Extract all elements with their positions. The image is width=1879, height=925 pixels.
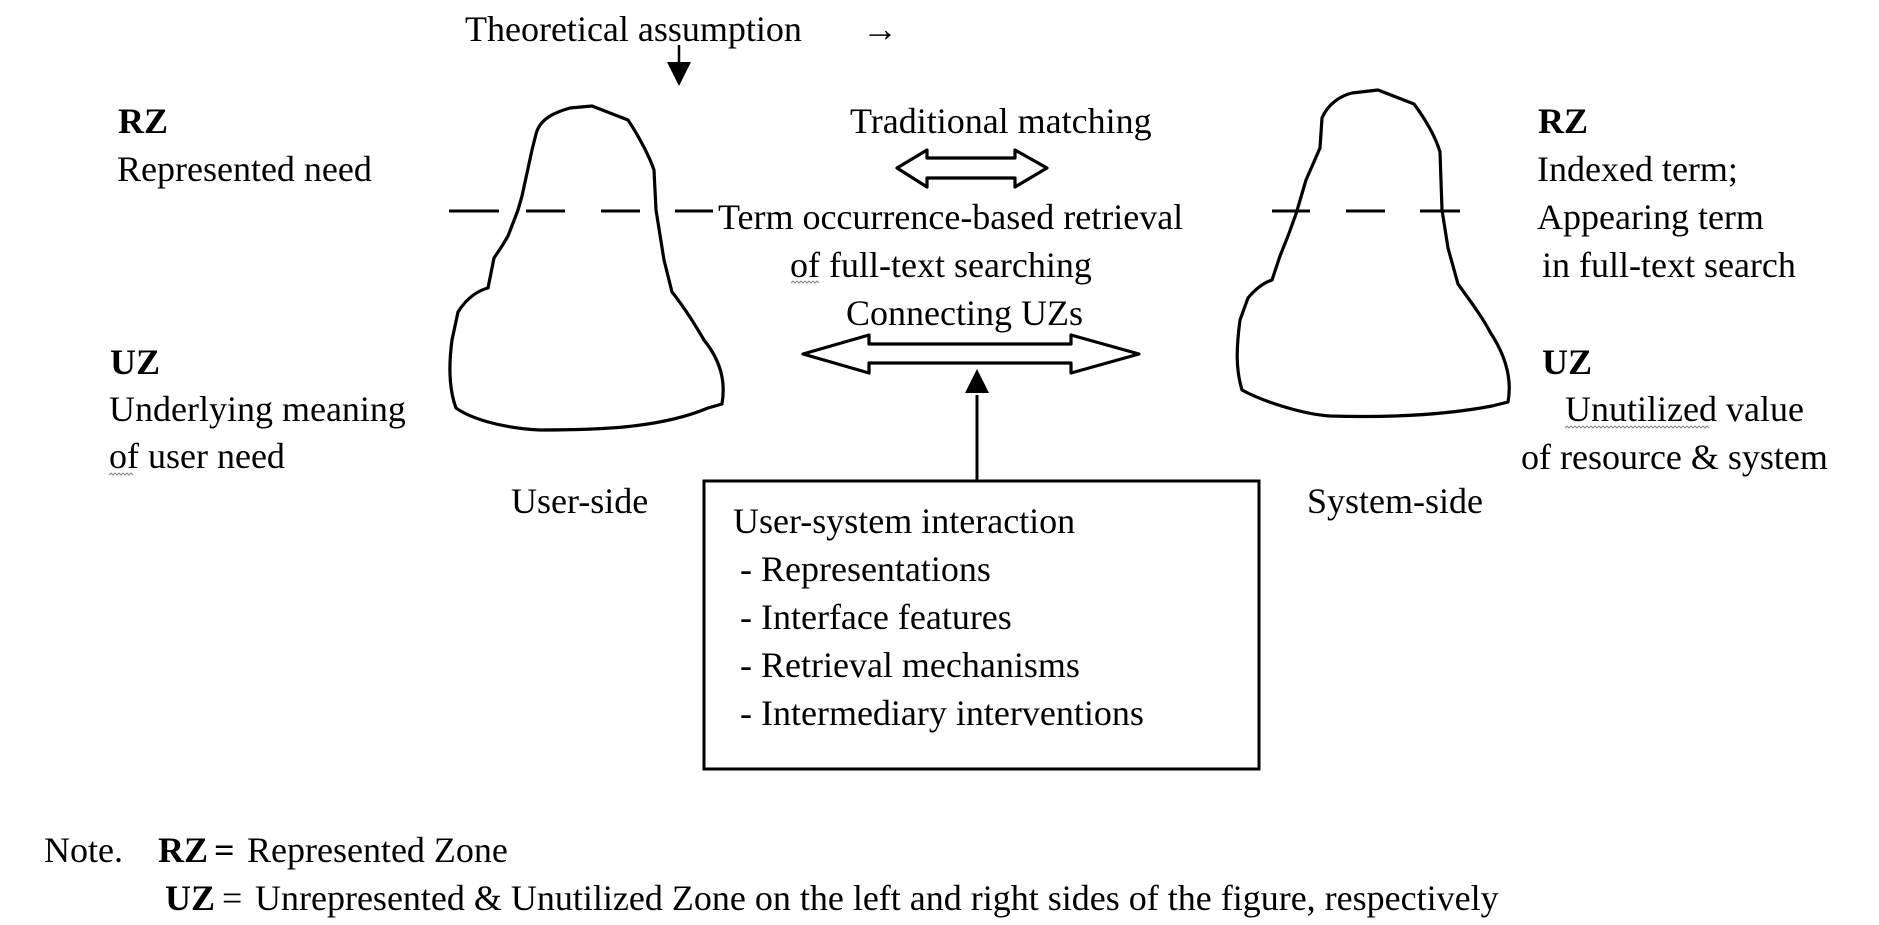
right-uz-description-line1: Unutilized value (1565, 389, 1804, 429)
right-uz-description-line2: of resource & system (1521, 437, 1828, 477)
right-uz-label: UZ (1542, 342, 1592, 382)
spellcheck-underline (1564, 425, 1710, 429)
term-occurrence-line1: Term occurrence-based retrieval (718, 197, 1183, 237)
left-rz-label: RZ (118, 101, 168, 141)
traditional-matching-label: Traditional matching (850, 101, 1152, 141)
note-uz-abbr: UZ (165, 878, 215, 918)
left-rz-description: Represented need (117, 149, 372, 189)
system-side-blob (1235, 88, 1511, 419)
user-side-blob (448, 104, 725, 432)
right-rz-description-line2: Appearing term (1537, 197, 1764, 237)
system-side-label: System-side (1307, 481, 1483, 521)
box-item: - Interface features (740, 597, 1012, 637)
note-uz-equals: = (222, 878, 242, 918)
right-rz-description-line3: in full-text search (1542, 245, 1796, 285)
up-arrow-icon (965, 369, 989, 481)
theoretical-assumption-label: Theoretical assumption (465, 9, 802, 49)
note-rz-abbr: RZ (158, 830, 208, 870)
user-system-interaction-box (702, 479, 1261, 771)
box-title: User-system interaction (733, 501, 1075, 541)
right-rz-description-line1: Indexed term; (1537, 149, 1738, 189)
user-side-label: User-side (511, 481, 648, 521)
note-rz-equals: = (214, 830, 235, 870)
left-uz-description-line1: Underlying meaning (109, 389, 406, 429)
spellcheck-underline (790, 280, 820, 284)
connecting-uzs-double-arrow-icon (801, 333, 1141, 375)
right-rz-label: RZ (1538, 101, 1588, 141)
note-rz-definition: Represented Zone (247, 830, 508, 870)
traditional-matching-double-arrow-icon (895, 148, 1049, 189)
box-item: - Intermediary interventions (740, 693, 1144, 733)
box-item: - Retrieval mechanisms (740, 645, 1080, 685)
down-arrow-icon (667, 45, 691, 86)
note-uz-definition: Unrepresented & Unutilized Zone on the l… (255, 878, 1499, 918)
spellcheck-underline (108, 472, 134, 476)
term-occurrence-line2: of full-text searching (790, 245, 1092, 285)
note-prefix: Note. (44, 830, 123, 870)
left-uz-description-line2: of user need (109, 436, 285, 476)
left-uz-label: UZ (110, 342, 160, 382)
right-arrow-icon: → (862, 9, 898, 49)
connecting-uzs-label: Connecting UZs (846, 293, 1083, 333)
box-item: - Representations (740, 549, 991, 589)
